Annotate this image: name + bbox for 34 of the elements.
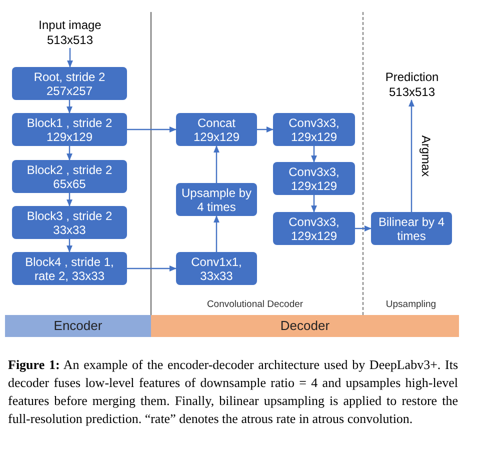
io-text: Input image 513x513 — [20, 18, 120, 48]
process-box: Bilinear by 4 times — [371, 212, 452, 245]
arrow — [66, 100, 72, 114]
process-box: Conv1x1, 33x33 — [176, 252, 257, 285]
arrow — [66, 146, 72, 161]
process-box: Block2 , stride 2 65x65 — [12, 160, 127, 193]
arrow — [311, 195, 317, 213]
arrow — [214, 145, 220, 183]
edge-label: Argmax — [420, 134, 432, 178]
arrow — [67, 48, 73, 68]
arrow — [257, 126, 274, 132]
section-band: Decoder — [151, 315, 459, 337]
figure-caption: Figure 1: An example of the encoder-decoder architecture used by DeepLabv3+. Its decoder fuses low-level features of downsample ratio = 4 and upsamples high-level features before merging them. Finally, bilinear upsampling is applied to restore the full-resolution prediction. “rate” denotes the atrous rate in atrous convolution. — [8, 356, 458, 428]
section-label: Convolutional Decoder — [206, 298, 304, 312]
process-box: Conv3x3, 129x129 — [273, 212, 355, 245]
process-box: Upsample by 4 times — [176, 183, 257, 216]
arrow — [214, 215, 220, 252]
io-text: Prediction 513x513 — [367, 70, 457, 100]
arrow — [66, 193, 72, 207]
process-box: Root, stride 2 257x257 — [12, 67, 127, 100]
process-box: Conv3x3, 129x129 — [273, 162, 355, 195]
arrow — [311, 146, 317, 163]
process-box: Block4 , stride 1, rate 2, 33x33 — [12, 252, 127, 285]
section-label: Upsampling — [384, 298, 438, 312]
process-box: Block1 , stride 2 129x129 — [12, 113, 127, 146]
process-box: Concat 129x129 — [176, 113, 257, 146]
process-box: Conv3x3, 129x129 — [273, 113, 355, 146]
arrow — [127, 266, 177, 272]
process-box: Block3 , stride 2 33x33 — [12, 206, 127, 239]
arrow — [355, 226, 372, 232]
arrow — [127, 126, 177, 132]
arrow — [408, 99, 414, 212]
section-band: Encoder — [5, 315, 151, 337]
arrow — [66, 239, 72, 253]
